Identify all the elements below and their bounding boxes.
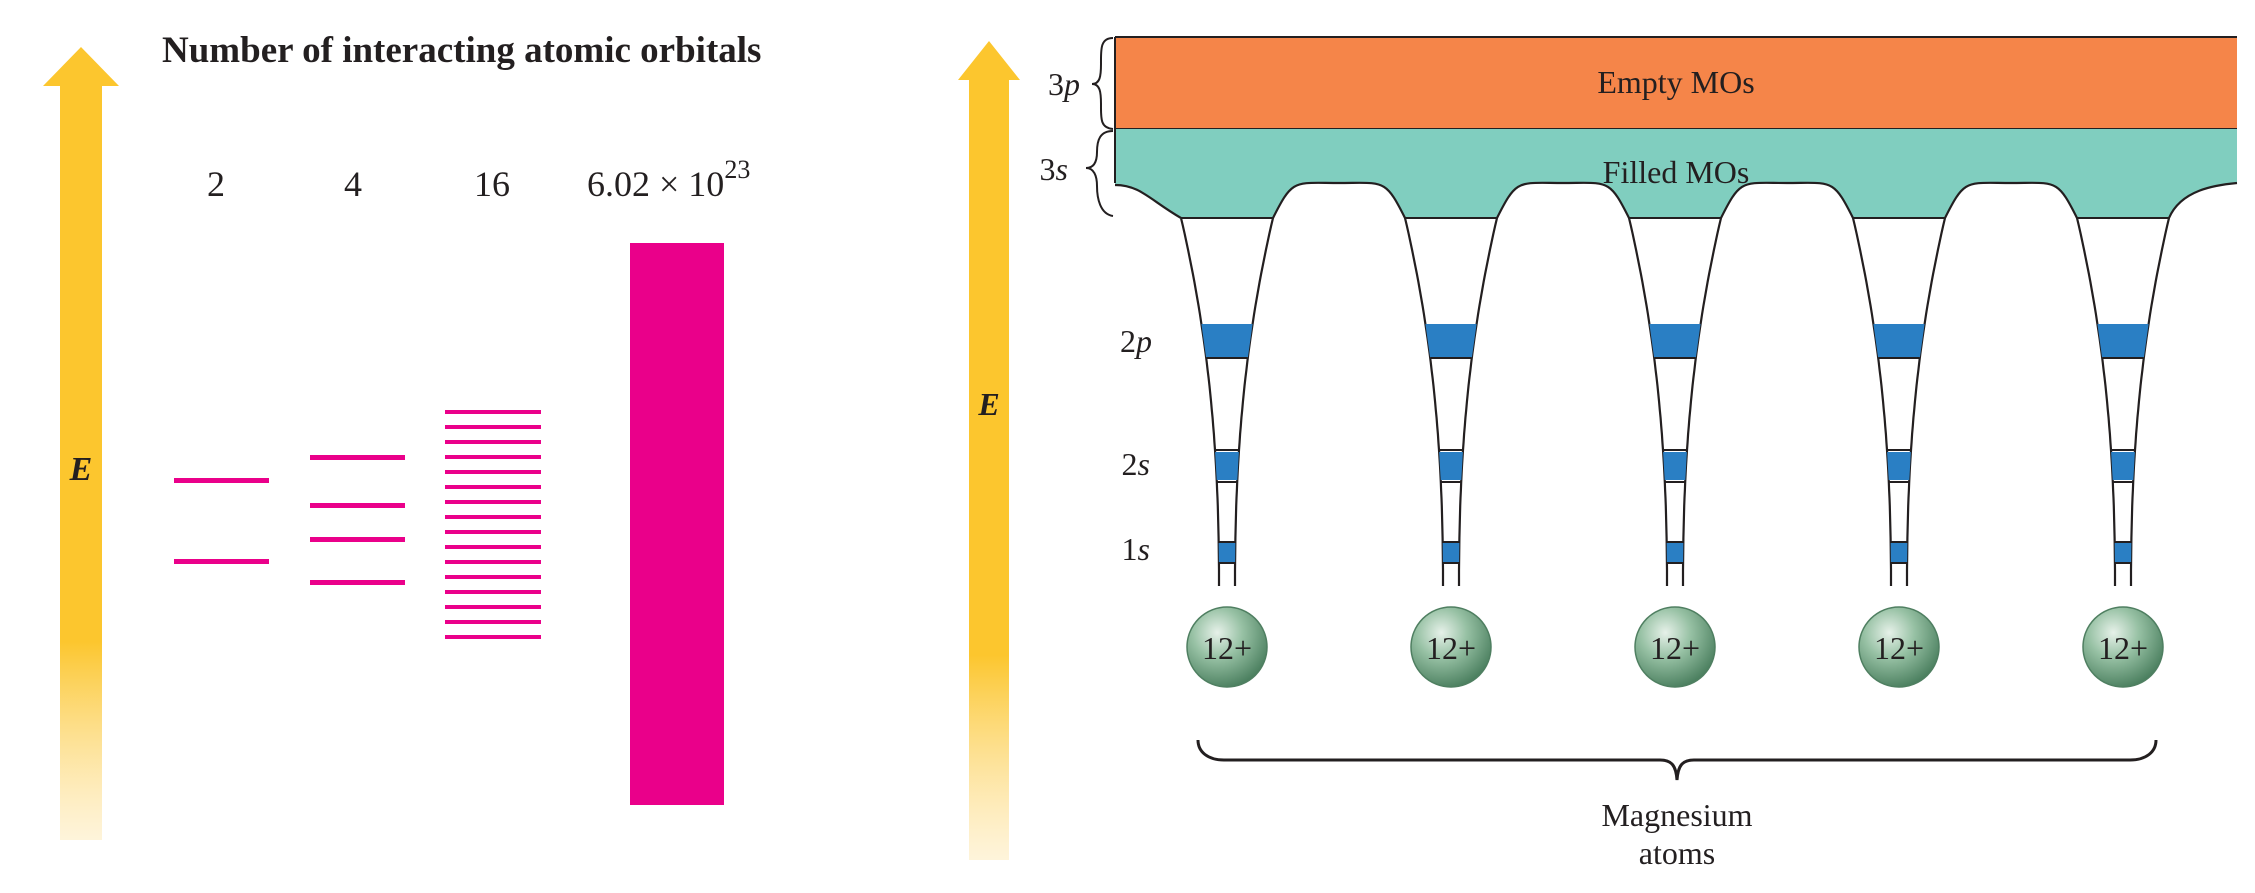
mo-level	[2114, 543, 2132, 562]
magnesium-atom: 12+	[1858, 606, 1940, 688]
energy-level	[310, 503, 405, 508]
potential-wells	[1114, 181, 2238, 586]
empty-mo-band	[1115, 37, 2237, 129]
energy-level	[445, 485, 541, 489]
empty-mo-label: Empty MOs	[1597, 64, 1754, 100]
column-label-4: 4	[344, 164, 362, 204]
atom-nucleus	[1410, 606, 1492, 688]
mo-level	[1649, 324, 1701, 358]
levels-2-orbitals	[174, 478, 269, 564]
atom-well: 12+	[1853, 217, 1945, 688]
atom-wells: 12+ 12+ 12+ 12+ 12+	[1181, 217, 2169, 688]
label-1s: 1s	[1122, 531, 1150, 567]
atom-well: 12+	[2077, 217, 2169, 688]
atom-well: 12+	[1405, 217, 1497, 688]
mo-level	[1439, 452, 1463, 480]
brace-3s: 3s	[1040, 130, 1114, 217]
energy-level	[310, 580, 405, 585]
left-panel-title: Number of interacting atomic orbitals	[162, 30, 761, 71]
filled-mo-label: Filled MOs	[1603, 154, 1750, 190]
energy-level	[310, 537, 405, 542]
label-3p: 3p	[1048, 66, 1080, 102]
energy-label-left: E	[69, 451, 93, 488]
mo-level	[1425, 324, 1477, 358]
atoms-label-line1: Magnesium	[1601, 797, 1752, 833]
mo-level	[1442, 543, 1460, 562]
magnesium-atom: 12+	[1186, 606, 1268, 688]
energy-level	[445, 500, 541, 504]
mo-level	[2097, 324, 2149, 358]
atom-charge: 12+	[1874, 630, 1924, 666]
mo-level	[1887, 452, 1911, 480]
atoms-label-line2: atoms	[1639, 835, 1715, 871]
energy-level	[174, 478, 269, 483]
energy-label-right: E	[977, 386, 999, 422]
energy-level	[445, 440, 541, 444]
energy-arrow-right: E	[958, 41, 1020, 860]
energy-level	[445, 605, 541, 609]
label-2p: 2p	[1120, 323, 1152, 359]
magnesium-atom: 12+	[1410, 606, 1492, 688]
column-label-16: 16	[474, 164, 510, 204]
right-panel: E Empty MOs Filled MOs 3p 3s 2p 2s 1s 12…	[958, 36, 2238, 871]
levels-16-orbitals	[445, 410, 541, 639]
energy-arrow-left: E	[43, 47, 119, 840]
levels-4-orbitals	[310, 455, 405, 585]
atom-nucleus	[1858, 606, 1940, 688]
atom-well: 12+	[1181, 217, 1273, 688]
energy-level	[174, 559, 269, 564]
energy-level	[445, 560, 541, 564]
energy-level	[445, 545, 541, 549]
column-label-avogadro: 6.02 × 1023	[587, 155, 750, 204]
atom-charge: 12+	[2098, 630, 2148, 666]
energy-level	[445, 410, 541, 414]
energy-level	[445, 425, 541, 429]
mo-level	[1873, 324, 1925, 358]
continuous-band	[630, 243, 724, 805]
energy-level	[445, 455, 541, 459]
mo-level	[2111, 452, 2135, 480]
magnesium-atom: 12+	[2082, 606, 2164, 688]
energy-level	[445, 515, 541, 519]
atom-charge: 12+	[1650, 630, 1700, 666]
brace-3p: 3p	[1048, 37, 1114, 130]
label-3s: 3s	[1040, 151, 1068, 187]
atom-charge: 12+	[1202, 630, 1252, 666]
column-label-2: 2	[207, 164, 225, 204]
atom-nucleus	[1634, 606, 1716, 688]
mo-level	[1218, 543, 1236, 562]
energy-level	[445, 590, 541, 594]
magnesium-atom: 12+	[1634, 606, 1716, 688]
energy-level	[445, 530, 541, 534]
atom-charge: 12+	[1426, 630, 1476, 666]
mo-level	[1666, 543, 1684, 562]
mo-level	[1663, 452, 1687, 480]
atom-nucleus	[1186, 606, 1268, 688]
atoms-brace	[1196, 739, 2158, 781]
energy-level	[310, 455, 405, 460]
left-panel: E Number of interacting atomic orbitals …	[43, 30, 761, 840]
mo-level	[1201, 324, 1253, 358]
atom-well: 12+	[1629, 217, 1721, 688]
energy-level	[445, 470, 541, 474]
energy-level	[445, 620, 541, 624]
energy-level	[445, 575, 541, 579]
energy-level	[445, 635, 541, 639]
atom-nucleus	[2082, 606, 2164, 688]
mo-level	[1215, 452, 1239, 480]
mo-level	[1890, 543, 1908, 562]
label-2s: 2s	[1122, 446, 1150, 482]
